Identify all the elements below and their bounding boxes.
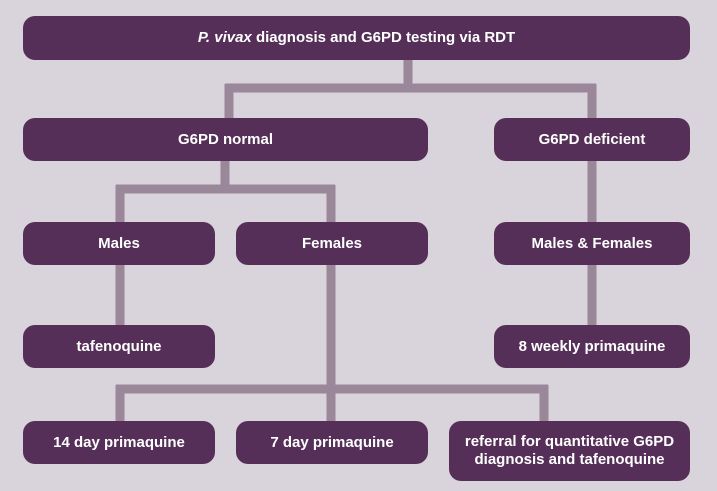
g6pd-normal-node: G6PD normal	[23, 118, 428, 161]
males-node: Males	[23, 222, 215, 265]
g6pd-deficient-node: G6PD deficient	[494, 118, 690, 161]
root-node-text: diagnosis and G6PD testing via RDT	[251, 29, 516, 46]
eight-weekly-primaquine-node: 8 weekly primaquine	[494, 325, 690, 368]
seven-day-primaquine-node: 7 day primaquine	[236, 421, 428, 464]
males-and-females-node: Males & Females	[494, 222, 690, 265]
fourteen-day-primaquine-node: 14 day primaquine	[23, 421, 215, 464]
tafenoquine-node: tafenoquine	[23, 325, 215, 368]
referral-node: referral for quantitative G6PD diagnosis…	[449, 421, 690, 481]
females-node: Females	[236, 222, 428, 265]
root-node: P. vivax diagnosis and G6PD testing via …	[23, 16, 690, 60]
root-node-species: P. vivax	[197, 29, 252, 46]
